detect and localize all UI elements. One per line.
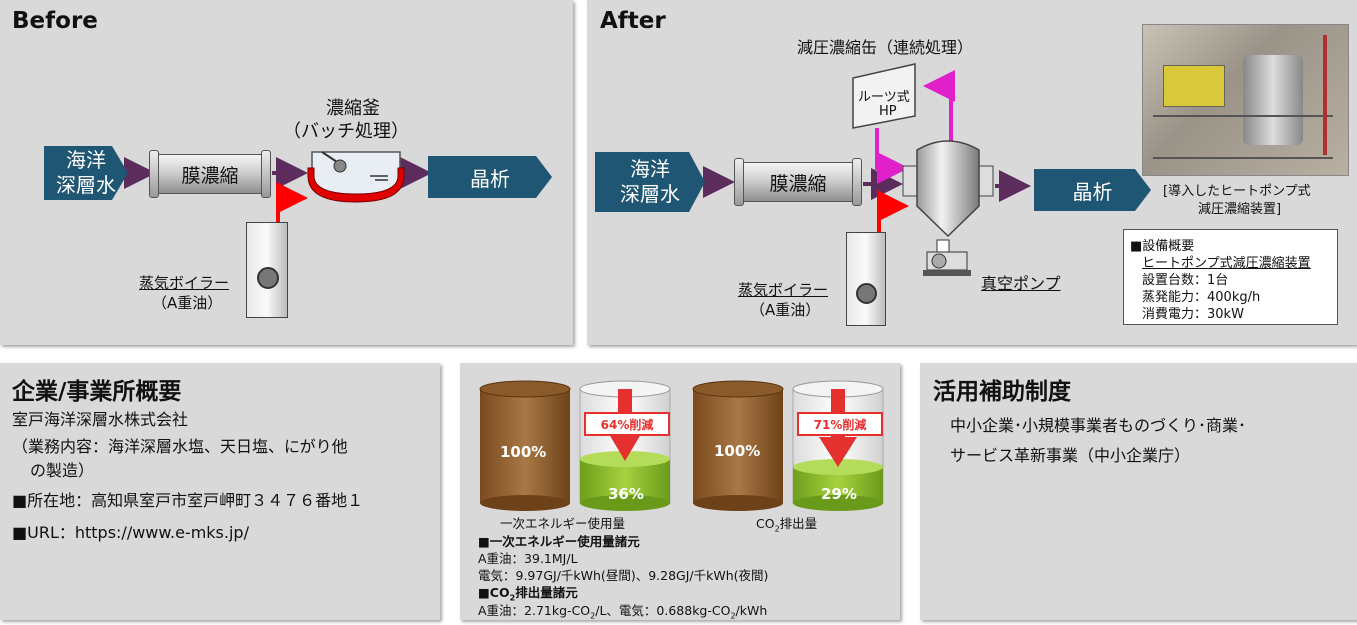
spec-units: 設置台数：1台 bbox=[1142, 273, 1229, 288]
company-title: 企業/事業所概要 bbox=[12, 379, 182, 405]
energy-before-value: 100% bbox=[500, 443, 547, 461]
co2-after-value: 29% bbox=[821, 485, 857, 503]
equipment-photo bbox=[1142, 24, 1349, 176]
company-panel: 企業/事業所概要 室戸海洋深層水株式会社 （業務内容：海洋深層水塩、天日塩、にが… bbox=[0, 363, 440, 620]
before-source-label: 海洋 深層水 bbox=[56, 148, 116, 197]
vacuum-pump-label: 真空ポンプ bbox=[981, 274, 1061, 293]
before-output-label: 晶析 bbox=[470, 166, 510, 191]
energy-spec-1: A重油：39.1MJ/L bbox=[478, 551, 578, 566]
after-output-box: 晶析 bbox=[1034, 169, 1151, 211]
co2-after-cylinder bbox=[792, 380, 884, 511]
energy-after-value: 36% bbox=[608, 485, 644, 503]
after-boiler-label: 蒸気ボイラー bbox=[738, 281, 829, 299]
co2-caption: CO2排出量 bbox=[756, 516, 818, 534]
spec-power: 消費電力：30kW bbox=[1142, 307, 1244, 322]
spec-capacity: 蒸発能力：400kg/h bbox=[1142, 290, 1261, 305]
before-output-box: 晶析 bbox=[428, 156, 552, 198]
kettle-title-2: （バッチ処理） bbox=[283, 121, 409, 142]
kettle-icon bbox=[307, 151, 405, 203]
after-membrane-unit: 膜濃縮 bbox=[734, 158, 862, 206]
after-boiler-gauge-icon bbox=[856, 283, 877, 304]
spec-name: ヒートポンプ式減圧濃縮装置 bbox=[1142, 256, 1311, 271]
evaporator-title: 減圧濃縮缶（連続処理） bbox=[797, 38, 974, 57]
after-source-label: 海洋 深層水 bbox=[620, 157, 680, 206]
after-output-label: 晶析 bbox=[1072, 179, 1113, 204]
before-membrane-label: 膜濃縮 bbox=[181, 164, 239, 187]
kettle-title-1: 濃縮釜 bbox=[326, 98, 380, 119]
company-url[interactable]: ■URL：https://www.e-mks.jp/ bbox=[12, 523, 249, 542]
energy-before-cylinder bbox=[479, 380, 571, 511]
subsidy-line-2: サービス革新事業（中小企業庁） bbox=[950, 446, 1191, 465]
co2-spec-heading: ■CO2排出量諸元 bbox=[478, 585, 578, 603]
spec-heading: ■設備概要 bbox=[1130, 239, 1195, 254]
heat-pump-label-2: HP bbox=[879, 104, 897, 119]
before-membrane-unit: 膜濃縮 bbox=[149, 150, 271, 198]
before-source-box: 海洋 深層水 bbox=[44, 146, 128, 200]
co2-before-cylinder bbox=[692, 380, 784, 511]
results-cylinders bbox=[479, 380, 884, 511]
company-name: 室戸海洋深層水株式会社 bbox=[12, 410, 189, 429]
co2-reduction-badge: 71%削減 bbox=[797, 412, 883, 436]
evaporator-vessel-icon bbox=[902, 140, 994, 238]
results-panel: 100% 36% 64%削減 100% 29% 71%削減 一次エネルギー使用量… bbox=[460, 363, 900, 621]
after-panel: After 減圧濃縮缶（連続処理） ル bbox=[587, 0, 1357, 345]
company-address: ■所在地：高知県室戸市室戸岬町３４７６番地１ bbox=[12, 491, 364, 510]
before-title: Before bbox=[12, 8, 98, 34]
energy-spec-2: 電気：9.97GJ/千kWh(昼間)、9.28GJ/千kWh(夜間) bbox=[478, 568, 769, 583]
subsidy-panel: 活用補助制度 中小企業･小規模事業者ものづくり･商業･ サービス革新事業（中小企… bbox=[920, 363, 1357, 620]
vacuum-pump-icon bbox=[923, 239, 971, 276]
energy-caption: 一次エネルギー使用量 bbox=[500, 516, 626, 531]
energy-spec-heading: ■一次エネルギー使用量諸元 bbox=[478, 534, 640, 549]
photo-caption-2: 減圧濃縮装置] bbox=[1198, 202, 1282, 217]
after-boiler-fuel: （A重油） bbox=[750, 301, 821, 319]
photo-caption-1: [導入したヒートポンプ式 bbox=[1163, 184, 1311, 199]
subsidy-line-1: 中小企業･小規模事業者ものづくり･商業･ bbox=[950, 416, 1247, 435]
after-flow-lines bbox=[703, 63, 1031, 276]
before-boiler-fuel: （A重油） bbox=[152, 294, 223, 312]
co2-spec-1: A重油：2.71kg-CO2/L、電気：0.688kg-CO2/kWh bbox=[478, 603, 768, 621]
boiler-gauge-icon bbox=[257, 267, 279, 289]
roots-heat-pump-icon bbox=[852, 63, 916, 129]
after-membrane-label: 膜濃縮 bbox=[769, 172, 827, 195]
company-business-1: （業務内容：海洋深層水塩、天日塩、にがり他 bbox=[12, 437, 348, 456]
before-panel: Before 海洋 深層水 膜濃縮 濃縮釜 （バッチ処理） 晶析 蒸気ボイ bbox=[0, 0, 573, 345]
before-flow-lines bbox=[124, 151, 432, 222]
after-source-box: 海洋 深層水 bbox=[595, 152, 705, 212]
before-boiler-label: 蒸気ボイラー bbox=[139, 274, 230, 292]
after-boiler bbox=[846, 232, 886, 326]
subsidy-title: 活用補助制度 bbox=[933, 379, 1071, 405]
equipment-spec-box: ■設備概要 ヒートポンプ式減圧濃縮装置 設置台数：1台 蒸発能力：400kg/h… bbox=[1123, 229, 1338, 325]
heat-pump-label-1: ルーツ式 bbox=[858, 90, 910, 105]
co2-before-value: 100% bbox=[714, 442, 761, 460]
after-title: After bbox=[600, 8, 666, 34]
before-boiler bbox=[246, 222, 288, 318]
energy-reduction-badge: 64%削減 bbox=[584, 412, 670, 436]
company-business-2: の製造） bbox=[30, 461, 95, 480]
energy-after-cylinder bbox=[579, 380, 671, 511]
